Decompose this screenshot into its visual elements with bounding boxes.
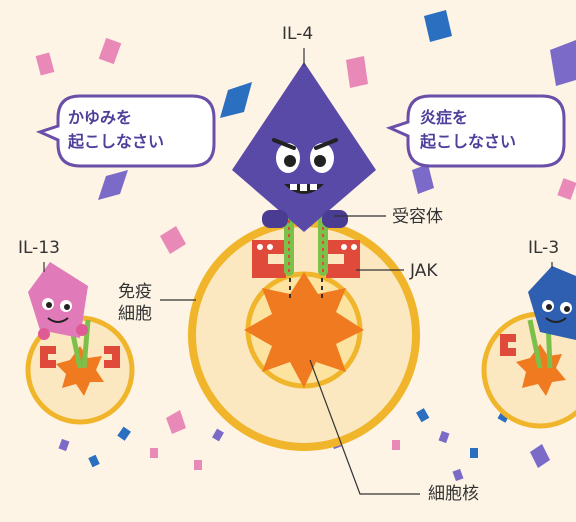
label-receptor: 受容体	[392, 207, 443, 227]
bubble-left: かゆみを 起こしなさい	[68, 106, 164, 154]
bubble-right: 炎症を 起こしなさい	[420, 106, 516, 154]
label-il3: IL-3	[528, 238, 560, 258]
label-jak: JAK	[410, 261, 438, 281]
il13-character	[28, 262, 88, 340]
il13-cell	[25, 315, 135, 425]
label-nucleus: 細胞核	[428, 484, 479, 504]
jak-left	[252, 240, 286, 278]
leader-lines	[43, 48, 553, 495]
bubble-right-line1: 炎症を	[420, 108, 469, 127]
bubble-right-shape	[385, 94, 566, 168]
cell-nucleus	[244, 272, 364, 388]
label-il4: IL-4	[282, 24, 314, 44]
bubble-left-line2: 起こしなさい	[68, 132, 165, 151]
il3-character	[528, 266, 576, 340]
jak-right	[326, 240, 360, 278]
label-immune-cell-2: 細胞	[118, 304, 152, 324]
il4-character	[232, 62, 376, 232]
bubble-right-line2: 起こしなさい	[420, 132, 517, 151]
label-il13: IL-13	[18, 238, 60, 258]
signal-lines	[289, 270, 323, 300]
bubble-left-line1: かゆみを	[68, 108, 133, 127]
bubble-left-shape	[35, 94, 216, 168]
label-immune-cell-1: 免疫	[118, 282, 152, 302]
